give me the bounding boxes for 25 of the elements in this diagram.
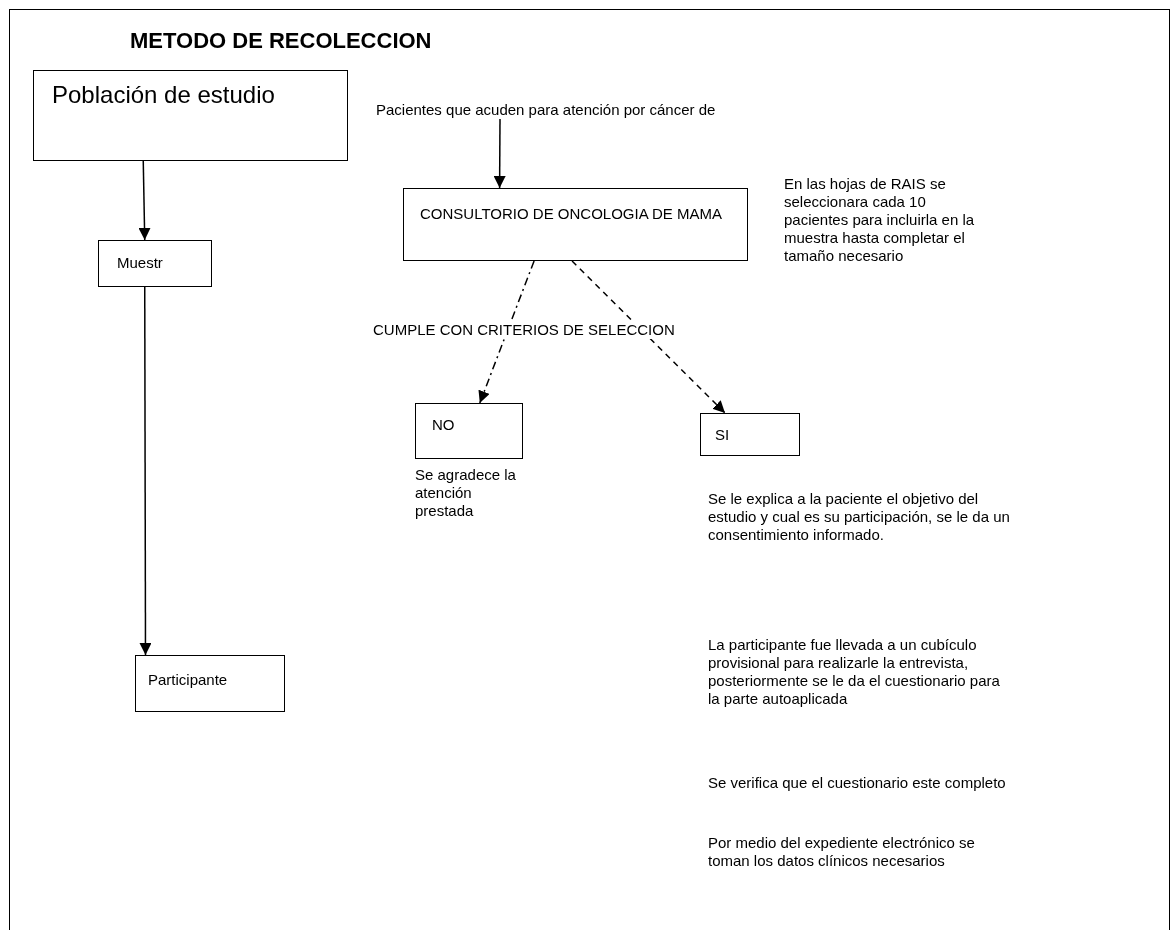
note-text: Se agradece la atención prestada xyxy=(415,466,517,520)
box-label: Población de estudio xyxy=(52,81,276,110)
process-box xyxy=(33,70,348,161)
note-text: Se verifica que el cuestionario este completo xyxy=(708,774,1007,792)
box-label: Participante xyxy=(148,671,229,689)
box-label: CONSULTORIO DE ONCOLOGIA DE MAMA xyxy=(420,205,723,223)
arrow xyxy=(139,286,152,656)
process-box xyxy=(135,655,285,712)
diagram-title: METODO DE RECOLECCION xyxy=(130,28,432,54)
box-label: SI xyxy=(715,426,731,444)
note-text: Por medio del expediente electrónico se toman los datos clínicos necesarios xyxy=(708,834,976,870)
flow-text: Pacientes que acuden para atención por cáncer de xyxy=(376,101,776,119)
dashed-arrow xyxy=(478,260,535,404)
arrow xyxy=(138,160,151,241)
process-box xyxy=(98,240,212,287)
note-text: Se le explica a la paciente el objetivo del estudio y cual es su participación, se le da un consentimiento informado. xyxy=(708,490,1011,544)
process-box xyxy=(700,413,800,456)
box-label: NO xyxy=(432,416,456,434)
process-box xyxy=(415,403,523,459)
note-text: La participante fue llevada a un cubículo provisional para realizarle la entrevista, posteriormente se le da el cuestionario para la parte autoaplicada xyxy=(708,636,1001,708)
box-label: Muestr xyxy=(117,254,164,272)
arrow xyxy=(493,118,506,189)
process-box xyxy=(403,188,748,261)
note-text: En las hojas de RAIS se seleccionara cada 10 pacientes para incluirla en la muestra hasta completar el tamaño necesario xyxy=(784,175,976,265)
dashed-arrow xyxy=(571,260,726,414)
